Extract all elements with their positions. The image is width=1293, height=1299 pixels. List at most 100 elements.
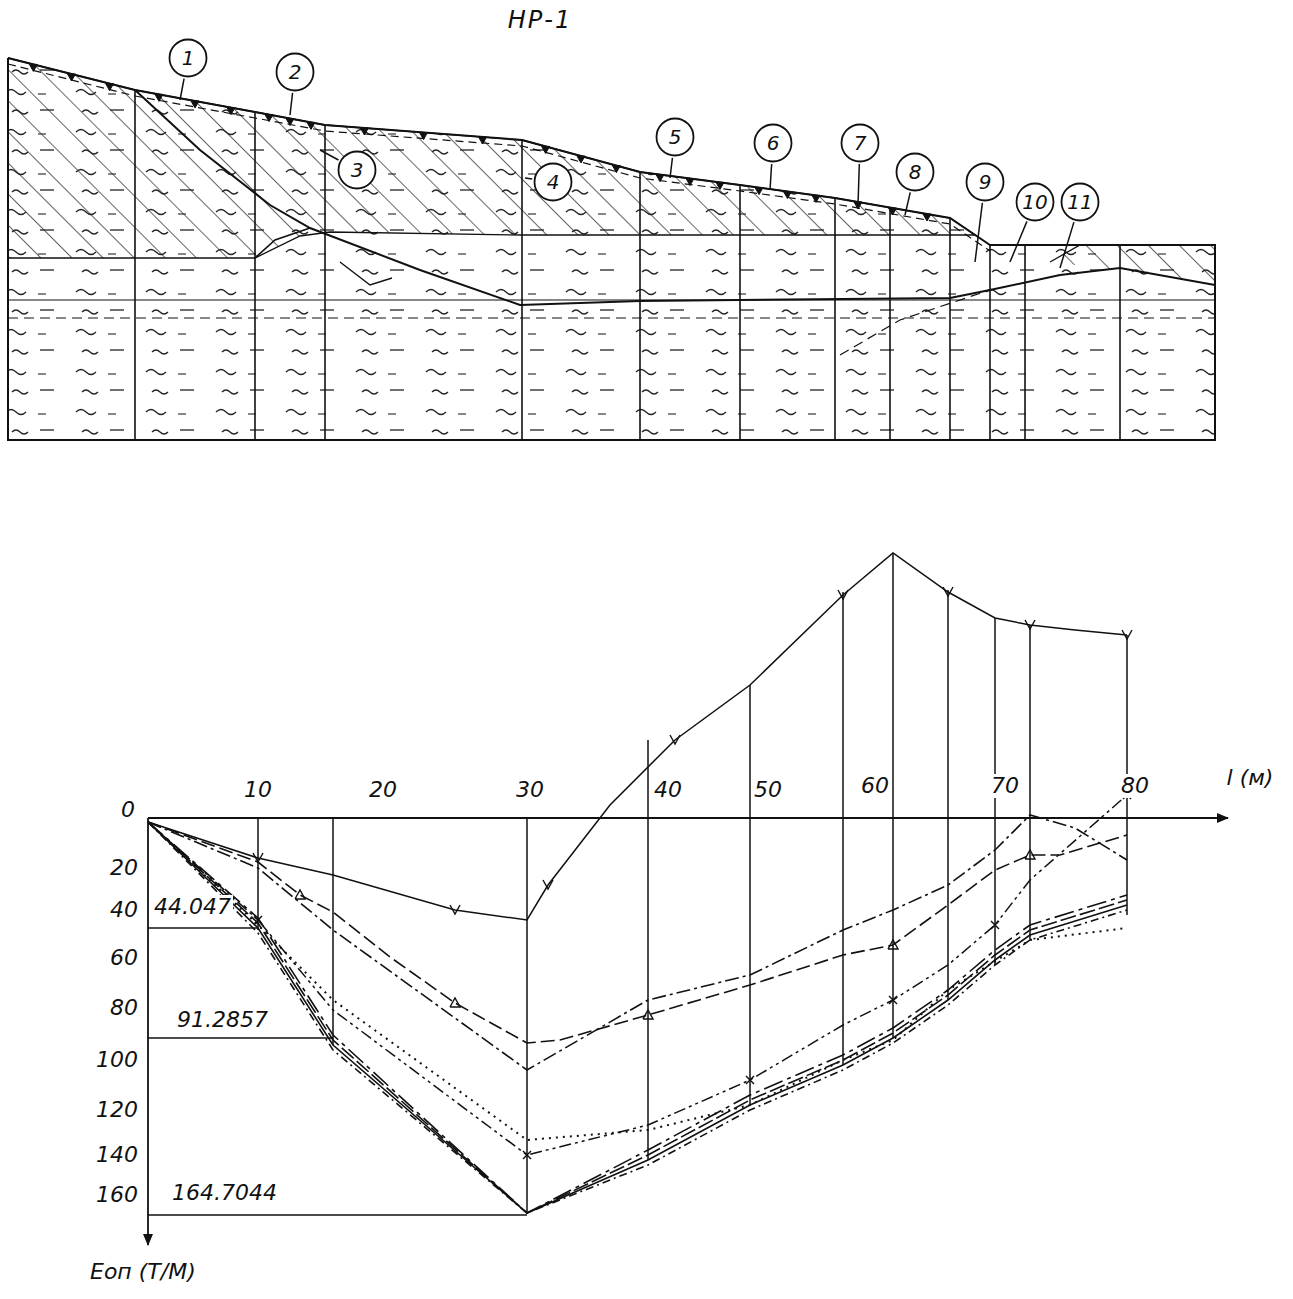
- slice-line: [989, 245, 991, 440]
- slice-line: [842, 592, 844, 1065]
- axis-tick: 30: [514, 778, 546, 802]
- surface-tick: [612, 166, 620, 173]
- callout-circle: 4: [533, 162, 573, 202]
- curve-marker: [888, 940, 898, 949]
- circle-shape: [1017, 184, 1054, 221]
- circle-shape: [842, 125, 879, 162]
- surface-tick: [191, 101, 199, 108]
- curve-marker: [991, 921, 999, 929]
- slip-surface: [340, 262, 392, 285]
- slice-line: [134, 90, 136, 440]
- axis-tick: 20: [367, 778, 399, 802]
- callout-circle: 8: [895, 152, 935, 192]
- axis-tick: 50: [752, 778, 784, 802]
- stability-curve: [148, 822, 1127, 1043]
- surface-tick: [656, 175, 664, 182]
- surface-tick: [784, 192, 792, 199]
- axis-tick: 160: [94, 1183, 140, 1207]
- slice-line: [7, 58, 9, 440]
- layer-boundary: [8, 318, 1215, 319]
- callout-number: 11: [1067, 192, 1092, 212]
- curve-marker: [670, 735, 680, 744]
- curve-marker: [523, 1151, 531, 1159]
- callout-number: 3: [351, 160, 364, 180]
- slice-line: [834, 198, 836, 440]
- callout-number: 2: [289, 62, 302, 82]
- slice-line: [639, 172, 641, 440]
- callout-number: 6: [767, 133, 780, 153]
- slice-line: [254, 112, 256, 440]
- surface-tick: [68, 74, 76, 81]
- slice-line: [889, 208, 891, 440]
- curve-marker: [254, 916, 262, 924]
- curve-marker: [889, 996, 897, 1004]
- slip-surface: [840, 290, 990, 355]
- curve-marker: [1122, 630, 1132, 639]
- leader-line: [770, 164, 772, 190]
- curve-marker: [1025, 850, 1035, 859]
- axis-tick: 140: [94, 1143, 140, 1167]
- callout-circle: 3: [337, 150, 377, 190]
- surface-line: [8, 64, 990, 251]
- curve-marker: [838, 590, 848, 599]
- surface-tick: [479, 137, 487, 144]
- slice-line: [521, 140, 523, 440]
- slice-line: [892, 553, 894, 1038]
- curve-marker: [254, 916, 262, 924]
- axis-tick: 60: [108, 946, 140, 970]
- surface-tick: [106, 84, 114, 91]
- surface-tick: [577, 156, 585, 163]
- surface-tick: [686, 179, 694, 186]
- leader-line: [290, 93, 293, 115]
- circle-shape: [535, 164, 572, 201]
- value-line: [148, 1037, 333, 1039]
- slice-line: [739, 185, 741, 440]
- axis-tick: 0: [119, 798, 137, 822]
- slice-line: [324, 125, 326, 440]
- y-axis: [147, 818, 149, 1245]
- leader-line: [320, 150, 339, 160]
- x-axis: [148, 817, 1228, 819]
- stability-curve: [148, 822, 1127, 1213]
- callout-circle: 5: [655, 117, 695, 157]
- surface-tick: [265, 115, 273, 122]
- callout-circle: 6: [753, 123, 793, 163]
- axis-tick: 20: [108, 856, 140, 880]
- soft-soil-layer: [8, 58, 1215, 440]
- circle-shape: [897, 154, 934, 191]
- curve-marker: [991, 921, 999, 929]
- surface-tick: [307, 122, 315, 129]
- circle-shape: [277, 54, 314, 91]
- surface-tick: [360, 128, 368, 135]
- curve-marker: [543, 880, 553, 889]
- curve-marker: [943, 587, 953, 596]
- surface-tick: [29, 64, 37, 71]
- circle-shape: [657, 119, 694, 156]
- callout-circle: 10: [1015, 182, 1055, 222]
- curve-marker: [643, 1010, 653, 1019]
- slice-line: [947, 590, 949, 1000]
- callout-circle: 11: [1060, 182, 1100, 222]
- curve-marker: [746, 1076, 754, 1084]
- axis-tick: 120: [94, 1098, 140, 1122]
- callout-number: 1: [182, 48, 195, 68]
- stability-curve: [148, 822, 1127, 1213]
- axis-tick: 100: [94, 1048, 140, 1072]
- callout-number: 8: [909, 162, 922, 182]
- surface-tick: [755, 188, 763, 195]
- leader-line: [975, 203, 982, 262]
- surface-tick: [923, 214, 931, 221]
- section-outline: [8, 58, 1215, 440]
- slice-line: [949, 218, 951, 440]
- leader-line: [525, 178, 532, 179]
- slice-line: [1214, 245, 1216, 440]
- callout-number: 10: [1022, 192, 1047, 212]
- leader-line: [1010, 221, 1027, 262]
- axis-tick: 40: [652, 778, 684, 802]
- curve-marker: [253, 853, 263, 862]
- axis-title: Еоп (Т/М): [88, 1260, 198, 1284]
- slice-line: [1029, 625, 1031, 940]
- axis-tick: 80: [1119, 774, 1151, 798]
- callout-circle: 9: [965, 162, 1005, 202]
- value-label: 44.047: [152, 895, 233, 919]
